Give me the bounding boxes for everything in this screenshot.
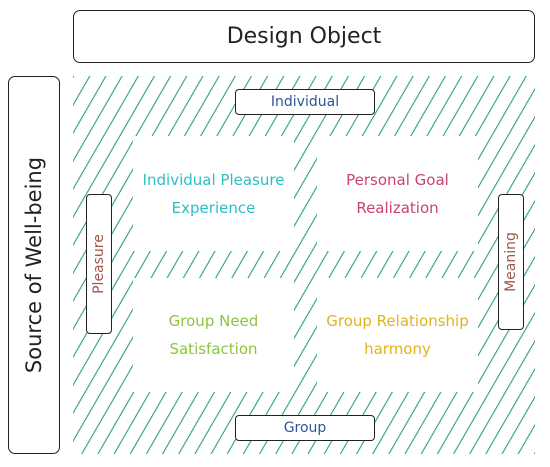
axis-label-meaning: Meaning (503, 232, 520, 292)
quadrant-personal-goal: Personal Goal Realization (317, 136, 478, 251)
quadrant-text-line: Group Relationship (326, 312, 469, 330)
hatched-diagram-area (73, 76, 535, 454)
axis-label-pleasure: Pleasure (91, 234, 108, 294)
axis-tag-individual: Individual (235, 89, 375, 115)
design-object-box: Design Object (73, 10, 535, 63)
quadrant-text-line: Satisfaction (169, 340, 258, 358)
quadrant-group-relationship: Group Relationship harmony (317, 278, 478, 392)
source-of-well-being-label: Source of Well-being (22, 156, 46, 374)
axis-tag-group: Group (235, 415, 375, 441)
quadrant-individual-pleasure: Individual Pleasure Experience (133, 136, 294, 251)
design-object-label: Design Object (226, 24, 382, 49)
quadrant-text-line: Group Need (168, 312, 259, 330)
quadrant-text-line: Experience (171, 198, 256, 217)
axis-tag-pleasure: Pleasure (86, 194, 112, 334)
axis-label-group: Group (283, 420, 327, 436)
axis-tag-meaning: Meaning (498, 194, 524, 330)
quadrant-text-line: harmony (364, 340, 431, 358)
quadrant-text-line: Personal Goal (346, 170, 449, 189)
source-of-well-being-box: Source of Well-being (8, 76, 60, 454)
quadrant-group-need: Group Need Satisfaction (133, 278, 294, 392)
quadrant-text-line: Individual Pleasure (142, 170, 285, 189)
quadrant-text-line: Realization (356, 198, 439, 217)
axis-label-individual: Individual (270, 94, 340, 110)
